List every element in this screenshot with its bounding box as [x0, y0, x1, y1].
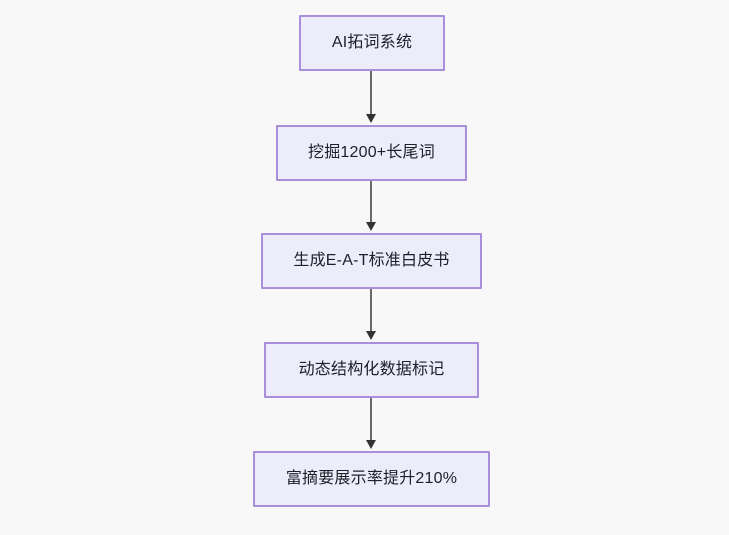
flow-node-dynamic-structured-data-markup[interactable]: 动态结构化数据标记	[264, 342, 479, 398]
flow-node-rich-snippet-impression-lift[interactable]: 富摘要展示率提升210%	[253, 451, 490, 507]
flow-node-label: 挖掘1200+长尾词	[308, 144, 435, 161]
flow-edge-4-to-5	[370, 398, 372, 442]
flow-node-ai-keyword-system[interactable]: AI拓词系统	[299, 15, 445, 71]
flow-node-generate-eat-whitepaper[interactable]: 生成E-A-T标准白皮书	[261, 233, 482, 289]
arrow-down-icon	[365, 222, 376, 231]
flow-node-label: 动态结构化数据标记	[298, 361, 445, 378]
flow-edge-1-to-2	[370, 71, 372, 116]
flow-node-label: 生成E-A-T标准白皮书	[293, 252, 450, 269]
flow-node-label: 富摘要展示率提升210%	[285, 470, 458, 487]
flow-edge-3-to-4	[370, 289, 372, 333]
arrow-down-icon	[365, 440, 376, 449]
flow-node-label: AI拓词系统	[331, 34, 413, 51]
arrow-down-icon	[365, 331, 376, 340]
arrow-down-icon	[365, 114, 376, 123]
flow-edge-2-to-3	[370, 181, 372, 224]
flow-node-mine-longtail-keywords[interactable]: 挖掘1200+长尾词	[276, 125, 467, 181]
